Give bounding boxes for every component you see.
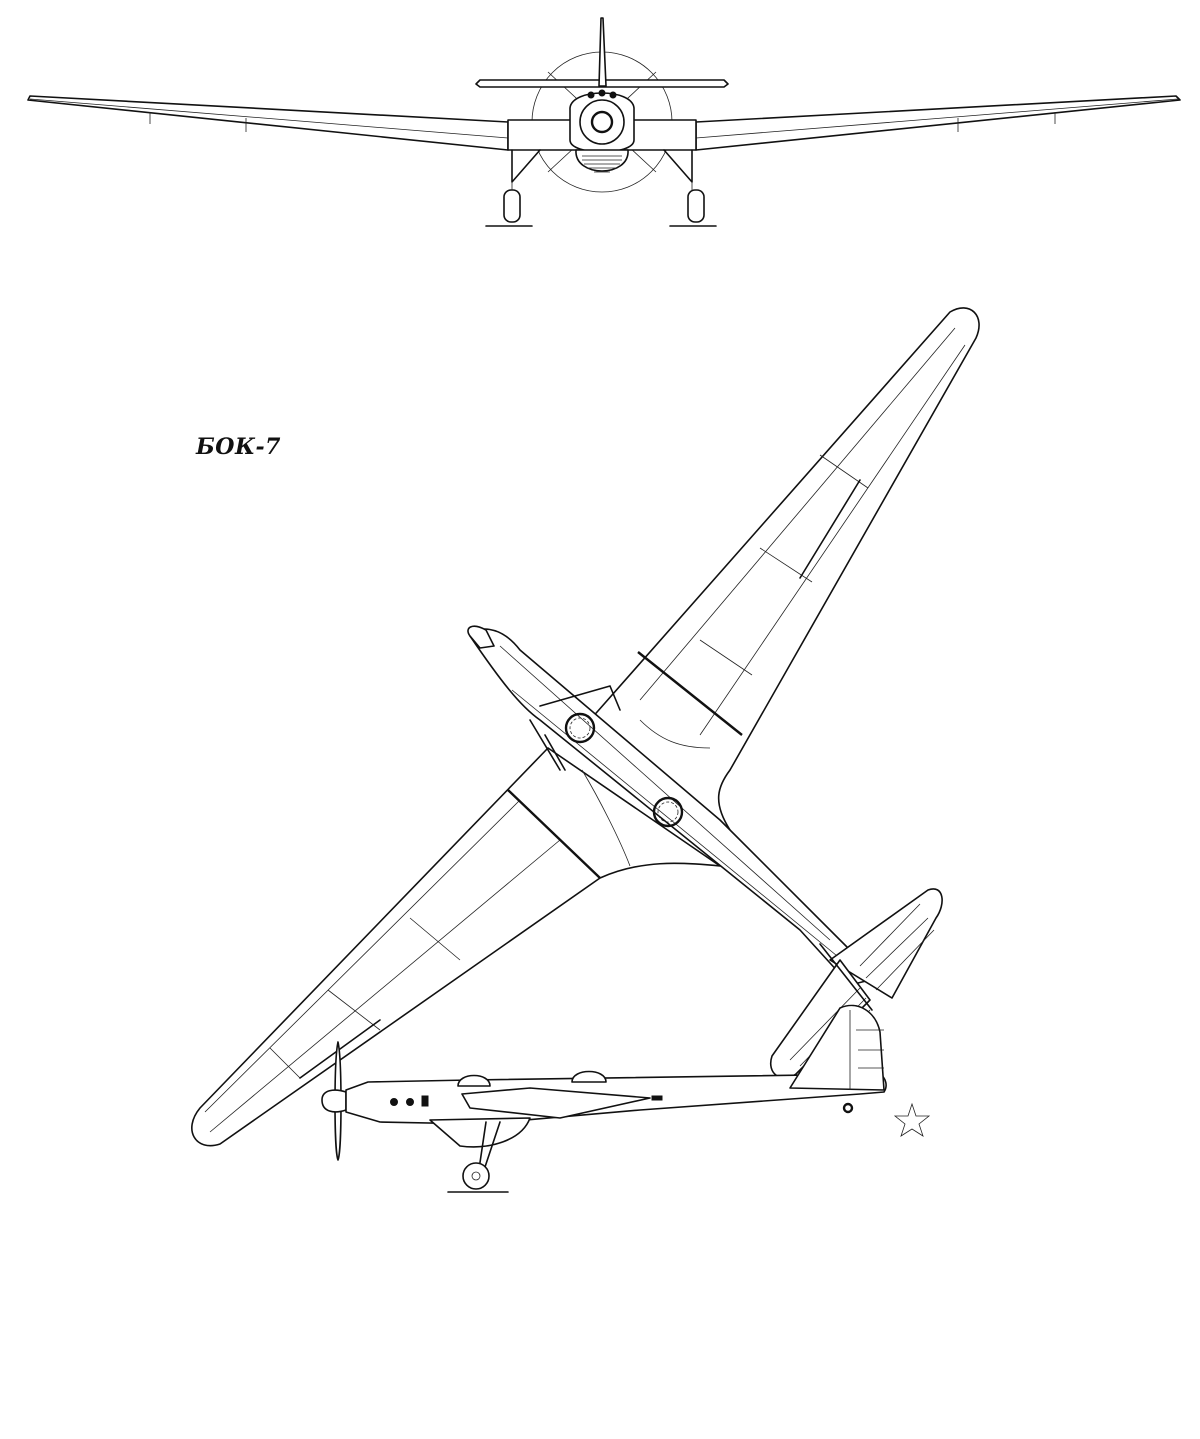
side-main-wheel: [462, 1162, 490, 1190]
front-right-wing: [695, 95, 1181, 151]
aircraft-designation-label: БОК-7: [196, 434, 281, 460]
front-left-wheel: [503, 189, 521, 223]
side-spinner: [321, 1089, 347, 1113]
side-wing: [461, 1087, 651, 1119]
side-turret-rear: [571, 1070, 607, 1083]
top-spinner: [467, 625, 495, 649]
side-turret-front: [457, 1074, 491, 1087]
front-right-wing-line: [695, 98, 1179, 139]
spinner: [590, 110, 614, 134]
top-turret-front: [564, 712, 596, 744]
front-view: [27, 17, 1181, 227]
side-view: [321, 1004, 887, 1193]
side-radiator: [429, 1117, 531, 1148]
top-view: [191, 307, 980, 1147]
side-tail-wheel: [842, 1102, 854, 1114]
front-radiator: [575, 149, 629, 172]
front-gear-left-leg: [511, 149, 541, 183]
side-fin: [789, 1004, 885, 1091]
star-outline-icon: [893, 1102, 931, 1137]
front-fin: [598, 17, 607, 87]
top-right-stabilizer: [829, 888, 943, 999]
top-fin: [819, 943, 873, 1011]
front-left-wing-line: [29, 98, 509, 139]
front-left-wing: [27, 95, 509, 151]
top-left-wing: [191, 747, 721, 1147]
front-gear-right-leg: [663, 149, 693, 183]
top-right-wing: [589, 307, 980, 831]
front-right-wheel: [687, 189, 705, 223]
top-turret-rear: [652, 796, 684, 828]
